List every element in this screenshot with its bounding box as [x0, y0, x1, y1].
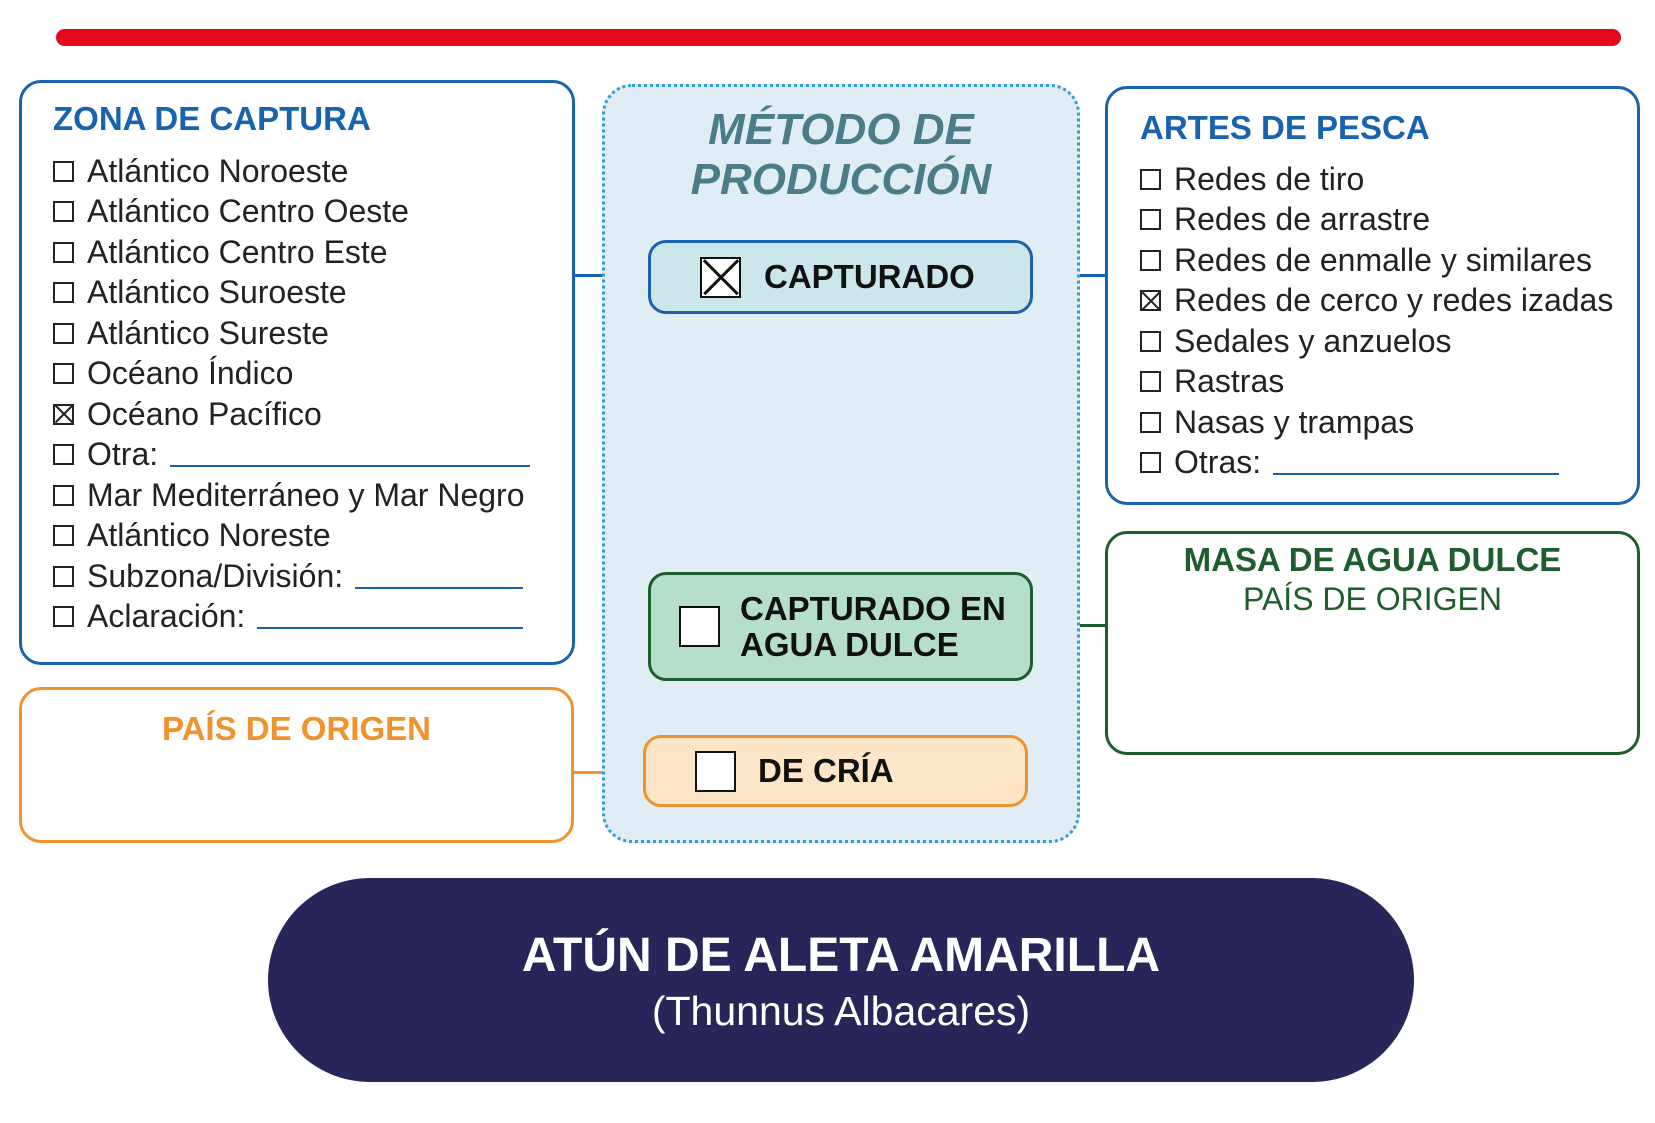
capturado-label: CAPTURADO — [764, 258, 975, 295]
zona-option-subzona[interactable]: Subzona/División: — [53, 556, 530, 597]
species-name: ATÚN DE ALETA AMARILLA — [521, 929, 1161, 982]
artes-option-nasas[interactable]: Nasas y trampas — [1140, 402, 1613, 443]
zona-option-atlantico-centro-este[interactable]: Atlántico Centro Este — [53, 232, 530, 273]
cria-label: DE CRÍA — [758, 752, 894, 789]
artes-option-redes-arrastre[interactable]: Redes de arrastre — [1140, 200, 1613, 241]
subzona-input-line[interactable] — [355, 586, 524, 589]
artes-pesca-title: ARTES DE PESCA — [1140, 109, 1430, 146]
zona-option-atlantico-centro-oeste[interactable]: Atlántico Centro Oeste — [53, 192, 530, 233]
top-red-bar — [56, 29, 1621, 46]
option-capturado-agua-dulce[interactable]: CAPTURADO EN AGUA DULCE — [648, 572, 1033, 681]
zona-captura-list: Atlántico Noroeste Atlántico Centro Oest… — [53, 151, 531, 638]
zona-option-atlantico-noroeste[interactable]: Atlántico Noroeste — [53, 151, 530, 192]
checkbox[interactable] — [1140, 452, 1161, 474]
artes-option-sedales[interactable]: Sedales y anzuelos — [1140, 321, 1613, 362]
checkbox[interactable] — [53, 363, 74, 385]
zona-option-oceano-pacifico[interactable]: Océano Pacífico — [53, 394, 530, 435]
zona-option-atlantico-suroeste[interactable]: Atlántico Suroeste — [53, 273, 530, 314]
agua-dulce-label: CAPTURADO EN AGUA DULCE — [740, 589, 1006, 663]
checkbox[interactable] — [679, 606, 720, 647]
checkbox[interactable] — [695, 750, 736, 792]
checkbox[interactable] — [53, 160, 74, 182]
checkbox[interactable] — [53, 282, 74, 304]
zona-option-aclaracion[interactable]: Aclaración: — [53, 597, 530, 638]
masa-agua-dulce-subtitle: PAÍS DE ORIGEN — [1242, 581, 1502, 617]
masa-agua-dulce-title: MASA DE AGUA DULCE — [1183, 541, 1562, 578]
checkbox-checked[interactable] — [700, 256, 741, 298]
zona-option-oceano-indico[interactable]: Océano Índico — [53, 354, 530, 395]
checkbox[interactable] — [53, 444, 74, 466]
aclaracion-input-line[interactable] — [257, 627, 524, 629]
artes-option-otras[interactable]: Otras: — [1140, 443, 1613, 484]
zona-captura-box: ZONA DE CAPTURA Atlántico Noroeste Atlán… — [19, 80, 575, 665]
artes-option-redes-tiro[interactable]: Redes de tiro — [1140, 159, 1613, 200]
artes-option-redes-enmalle[interactable]: Redes de enmalle y similares — [1140, 240, 1613, 281]
checkbox[interactable] — [53, 525, 74, 547]
masa-agua-dulce-box[interactable]: MASA DE AGUA DULCE PAÍS DE ORIGEN — [1105, 531, 1640, 755]
checkbox[interactable] — [53, 565, 74, 587]
checkbox[interactable] — [53, 201, 74, 223]
checkbox[interactable] — [1140, 371, 1161, 393]
checkbox[interactable] — [1140, 411, 1161, 433]
checkbox[interactable] — [1140, 249, 1161, 271]
checkbox[interactable] — [1140, 330, 1161, 352]
artes-option-redes-cerco[interactable]: Redes de cerco y redes izadas — [1140, 281, 1613, 322]
artes-pesca-list: Redes de tiro Redes de arrastre Redes de… — [1140, 159, 1613, 483]
option-capturado[interactable]: CAPTURADO — [648, 240, 1033, 314]
zona-option-otra[interactable]: Otra: — [53, 435, 531, 476]
metodo-produccion-title: MÉTODO DE PRODUCCIÓN — [690, 105, 992, 204]
option-de-cria[interactable]: DE CRÍA — [643, 735, 1028, 807]
species-banner: ATÚN DE ALETA AMARILLA (Thunnus Albacare… — [268, 878, 1414, 1082]
checkbox[interactable] — [53, 322, 74, 344]
checkbox-checked[interactable] — [1140, 290, 1161, 312]
otra-input-line[interactable] — [170, 465, 531, 467]
checkbox[interactable] — [53, 484, 74, 506]
pais-origen-box[interactable]: PAÍS DE ORIGEN — [19, 687, 574, 843]
checkbox[interactable] — [53, 606, 74, 628]
pais-origen-title: PAÍS DE ORIGEN — [162, 710, 431, 747]
zona-option-mediterraneo[interactable]: Mar Mediterráneo y Mar Negro — [53, 475, 530, 516]
checkbox[interactable] — [1140, 168, 1161, 190]
checkbox[interactable] — [1140, 209, 1161, 231]
zona-option-atlantico-sureste[interactable]: Atlántico Sureste — [53, 313, 530, 354]
otras-input-line[interactable] — [1273, 473, 1560, 475]
species-scientific-name: (Thunnus Albacares) — [651, 988, 1031, 1034]
artes-pesca-box: ARTES DE PESCA Redes de tiro Redes de ar… — [1105, 86, 1640, 505]
artes-option-rastras[interactable]: Rastras — [1140, 362, 1613, 403]
checkbox[interactable] — [53, 241, 74, 263]
zona-captura-title: ZONA DE CAPTURA — [53, 100, 371, 137]
checkbox-checked[interactable] — [53, 403, 74, 425]
metodo-produccion-panel: MÉTODO DE PRODUCCIÓN — [602, 84, 1080, 843]
zona-option-atlantico-noreste[interactable]: Atlántico Noreste — [53, 516, 530, 557]
